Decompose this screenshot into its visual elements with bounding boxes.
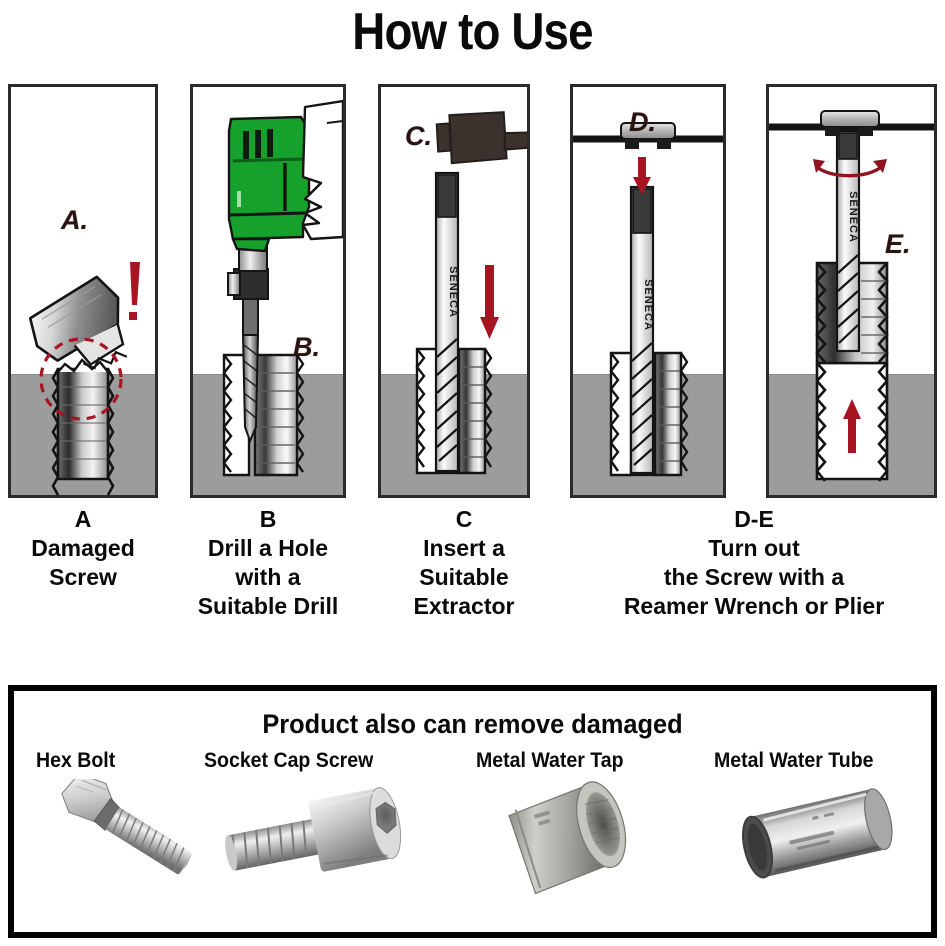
caption-b-letter: B — [259, 506, 277, 532]
product-metal-water-tap: Metal Water Tap — [476, 749, 635, 895]
caption-a-letter: A — [74, 506, 92, 532]
reamer-wrench-icon — [769, 110, 934, 136]
extractor-brand-label: SENECA — [642, 279, 654, 331]
product-hex-bolt: Hex Bolt — [36, 749, 193, 875]
panel-damaged-screw: A. — [8, 84, 158, 498]
caption-c-line-1: Insert a — [423, 535, 505, 561]
socket-cap-screw-photo — [225, 787, 402, 872]
panel-turn-out: SENECA E. — [766, 84, 937, 498]
product-metal-water-tap-label: Metal Water Tap — [476, 749, 624, 772]
caption-b-line-3: Suitable Drill — [197, 593, 339, 619]
caption-a-line-1: Damaged — [31, 535, 135, 561]
product-socket-cap-screw-label: Socket Cap Screw — [204, 749, 374, 772]
page-title: How to Use — [352, 3, 593, 61]
caption-c-line-3: Extractor — [413, 593, 515, 619]
rotate-arrow-icon — [815, 165, 883, 178]
caption-b: B Drill a Hole with a Suitable Drill — [178, 505, 358, 621]
panel-drill-hole: B. — [190, 84, 346, 498]
product-socket-cap-screw: Socket Cap Screw — [204, 749, 402, 872]
panel-letter-a: A. — [61, 205, 88, 235]
caption-c: C Insert a Suitable Extractor — [378, 505, 550, 621]
panel-letter-b: B. — [293, 332, 320, 362]
product-metal-water-tube: Metal Water Tube — [714, 749, 893, 879]
extractor-brand-label: SENECA — [447, 266, 459, 318]
product-metal-water-tube-label: Metal Water Tube — [714, 749, 874, 772]
caption-de-line-3: Reamer Wrench or Plier — [623, 593, 885, 619]
caption-c-line-2: Suitable — [419, 564, 509, 590]
caption-c-letter: C — [455, 506, 473, 532]
caption-de: D-E Turn out the Screw with a Reamer Wre… — [570, 505, 938, 621]
panel-insert-extractor: SENECA C. — [378, 84, 530, 498]
down-arrow-icon — [633, 157, 651, 195]
hand-illustration — [301, 99, 343, 241]
caption-row: A Damaged Screw B Drill a Hole with a Su… — [0, 505, 945, 670]
up-arrow-icon — [843, 399, 861, 453]
metal-water-tap-photo — [508, 781, 627, 895]
hex-bolt-photo — [61, 779, 193, 875]
howto-panel-strip: A. — [0, 84, 945, 498]
caption-de-line-2: the Screw with a — [663, 564, 845, 590]
caption-de-line-1: Turn out — [708, 535, 800, 561]
hammer-icon — [435, 111, 527, 165]
warning-exclamation-icon — [129, 262, 140, 320]
caption-de-letter: D-E — [734, 506, 774, 532]
panel-letter-c: C. — [405, 121, 432, 151]
panel-letter-e: E. — [885, 229, 911, 259]
caption-b-line-2: with a — [235, 564, 301, 590]
caption-a: A Damaged Screw — [8, 505, 158, 592]
reamer-wrench-icon — [573, 122, 723, 149]
down-arrow-icon — [480, 265, 499, 339]
metal-water-tube-photo — [742, 788, 893, 879]
caption-b-line-1: Drill a Hole — [207, 535, 329, 561]
caption-a-line-2: Screw — [49, 564, 117, 590]
panel-press-down: SENECA D. — [570, 84, 726, 498]
panel-letter-d: D. — [629, 107, 656, 137]
highlight-circle — [39, 337, 123, 421]
extractor-brand-label: SENECA — [847, 191, 859, 243]
also-removes-box: Product also can remove damaged Hex Bolt — [8, 685, 937, 938]
product-hex-bolt-label: Hex Bolt — [36, 749, 116, 772]
also-removes-title: Product also can remove damaged — [262, 709, 683, 739]
